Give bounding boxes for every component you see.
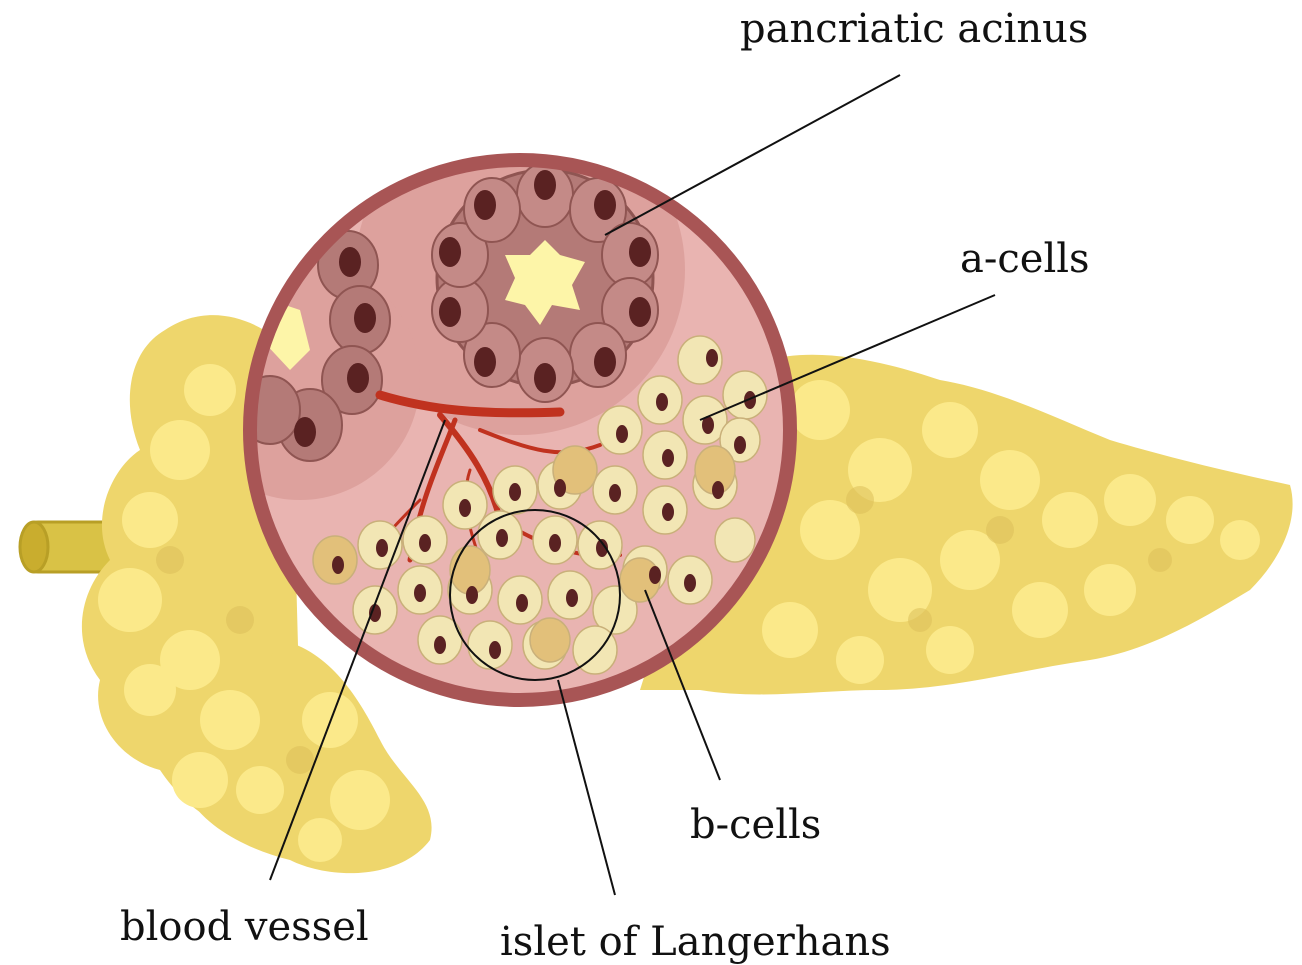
pancreatic-acinus — [432, 163, 658, 402]
label-pancreatic-acinus: pancriatic acinus — [740, 6, 1088, 52]
leader-pancreatic-acinus — [605, 75, 900, 235]
label-blood-vessel: blood vessel — [120, 904, 369, 950]
label-islet-of-langerhans: islet of Langerhans — [500, 919, 891, 965]
label-b-cells: b-cells — [690, 802, 821, 848]
leader-islet — [558, 680, 615, 895]
label-a-cells: a-cells — [960, 236, 1090, 282]
